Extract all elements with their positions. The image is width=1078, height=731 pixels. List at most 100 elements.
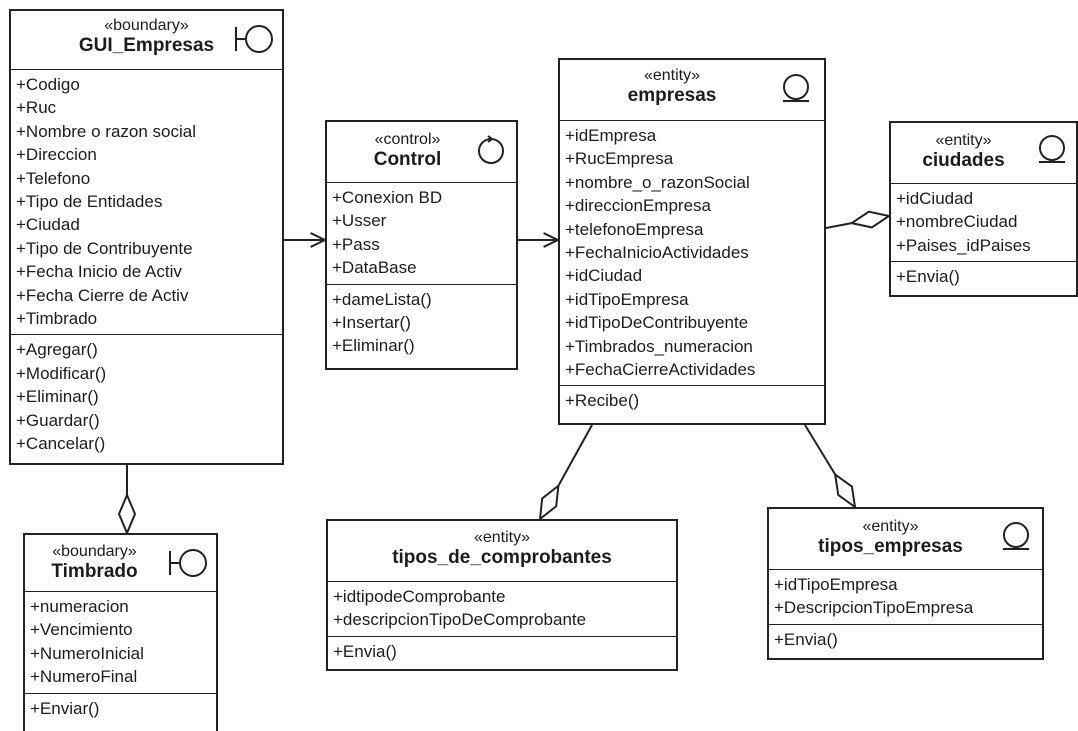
class-name: ciudades: [922, 150, 1005, 171]
operations-section: +Envia(): [891, 262, 1076, 292]
operation-row: +Envia(): [774, 629, 838, 649]
class-stereotype: «entity»: [643, 67, 701, 84]
class-header: «entity» empresas: [560, 60, 824, 121]
attribute-row: +Pass: [332, 234, 380, 254]
class-name: tipos_empresas: [818, 536, 963, 557]
boundary-icon: [235, 25, 273, 53]
class-header: «control» Control: [327, 122, 516, 183]
operation-row: +Agregar(): [16, 340, 98, 360]
attribute-row: +nombreCiudad: [896, 212, 1018, 232]
entity-icon: [783, 74, 809, 102]
class-stereotype: «boundary»: [52, 543, 137, 560]
class-stereotype: «entity»: [473, 529, 531, 546]
class-ciudades[interactable]: «entity» ciudades +idCiudad +nombreCiuda…: [889, 121, 1078, 297]
attribute-row: +NumeroFinal: [30, 667, 138, 687]
class-stereotype: «entity»: [862, 518, 919, 535]
operation-row: +Modificar(): [16, 363, 107, 383]
aggregation-diamond-comprobantes: [538, 483, 560, 522]
aggregation-diamond-tipos-empresas: [833, 472, 857, 510]
class-name: Control: [373, 149, 442, 170]
class-header: «boundary» GUI_Empresas: [11, 11, 282, 70]
attribute-row: +nombre_o_razonSocial: [565, 172, 750, 192]
attribute-row: +Tipo de Contribuyente: [16, 238, 193, 258]
operations-section: +Envia(): [769, 625, 1042, 655]
attribute-row: +idTipoEmpresa: [774, 575, 898, 594]
attribute-row: +NumeroInicial: [30, 643, 144, 663]
attribute-row: +Ciudad: [16, 215, 80, 235]
entity-icon: [1003, 522, 1029, 550]
attribute-row: +FechaCierreActividades: [565, 360, 756, 380]
attribute-row: +Direccion: [16, 145, 97, 165]
class-name: tipos_de_comprobantes: [392, 547, 612, 568]
attribute-row: +Tipo de Entidades: [16, 192, 163, 212]
attribute-row: +Conexion BD: [332, 188, 443, 207]
attributes-section: +Conexion BD +Usser +Pass +DataBase: [327, 183, 516, 285]
attribute-row: +Telefono: [16, 168, 91, 188]
attribute-row: +idCiudad: [565, 266, 643, 286]
attributes-section: +idTipoEmpresa +DescripcionTipoEmpresa: [769, 570, 1042, 625]
class-header: «entity» tipos_de_comprobantes: [328, 521, 676, 582]
attribute-row: +Fecha Inicio de Activ: [16, 262, 182, 282]
class-empresas[interactable]: «entity» empresas +idEmpresa +RucEmpresa…: [558, 58, 826, 425]
operations-section: +Enviar(): [25, 694, 216, 724]
operation-row: +Guardar(): [16, 410, 100, 430]
attribute-row: +idTipoDeContribuyente: [565, 313, 749, 333]
entity-icon: [1039, 135, 1065, 163]
class-header: «entity» tipos_empresas: [769, 509, 1042, 570]
operation-row: +dameLista(): [332, 289, 432, 309]
attribute-row: +numeracion: [30, 597, 129, 616]
attribute-row: +telefonoEmpresa: [565, 219, 704, 239]
attribute-row: +Timbrado: [16, 309, 98, 329]
attribute-row: +FechaInicioActividades: [565, 243, 749, 263]
class-tipos-empresas[interactable]: «entity» tipos_empresas +idTipoEmpresa +…: [767, 507, 1044, 660]
operation-row: +Enviar(): [30, 698, 100, 718]
attribute-row: +Nombre o razon social: [16, 121, 197, 141]
operation-row: +Envia(): [896, 267, 960, 287]
attribute-row: +Fecha Cierre de Activ: [16, 285, 189, 305]
operation-row: +Eliminar(): [16, 387, 99, 407]
attribute-row: +Usser: [332, 211, 387, 231]
operation-row: +Eliminar(): [332, 336, 415, 356]
attribute-row: +idTipoEmpresa: [565, 289, 689, 309]
attribute-row: +Codigo: [16, 75, 80, 94]
boundary-icon: [169, 549, 207, 577]
operations-section: +Recibe(): [560, 386, 824, 416]
class-stereotype: «boundary»: [104, 17, 189, 34]
attributes-section: +idtipodeComprobante +descripcionTipoDeC…: [328, 582, 676, 637]
aggregation-diamond-timbrado: [117, 492, 137, 536]
attribute-row: +Timbrados_numeracion: [565, 336, 753, 356]
class-control[interactable]: «control» Control +Conexion BD +Usser +P…: [325, 120, 518, 370]
operations-section: +Envia(): [328, 637, 676, 667]
class-tipos-de-comprobantes[interactable]: «entity» tipos_de_comprobantes +idtipode…: [326, 519, 678, 671]
operations-section: +dameLista() +Insertar() +Eliminar(): [327, 285, 516, 362]
operation-row: +Insertar(): [332, 313, 411, 333]
attribute-row: +DescripcionTipoEmpresa: [774, 598, 974, 618]
operation-row: +Recibe(): [565, 391, 640, 411]
class-name: Timbrado: [51, 561, 138, 582]
attributes-section: +idEmpresa +RucEmpresa +nombre_o_razonSo…: [560, 121, 824, 387]
class-stereotype: «control»: [374, 131, 441, 148]
attribute-row: +Paises_idPaises: [896, 235, 1031, 255]
attribute-row: +descripcionTipoDeComprobante: [333, 610, 587, 630]
class-stereotype: «entity»: [935, 132, 992, 149]
attributes-section: +numeracion +Vencimiento +NumeroInicial …: [25, 592, 216, 694]
attribute-row: +idtipodeComprobante: [333, 587, 506, 606]
attributes-section: +Codigo +Ruc +Nombre o razon social +Dir…: [11, 70, 282, 336]
class-name: empresas: [627, 85, 717, 106]
class-timbrado[interactable]: «boundary» Timbrado +numeracion +Vencimi…: [23, 533, 218, 731]
attribute-row: +DataBase: [332, 258, 417, 278]
attribute-row: +Vencimiento: [30, 620, 133, 640]
class-header: «boundary» Timbrado: [25, 535, 216, 592]
attribute-row: +Ruc: [16, 98, 57, 118]
aggregation-diamond-ciudades: [849, 210, 892, 229]
class-gui-empresas[interactable]: «boundary» GUI_Empresas +Codigo +Ruc +No…: [9, 9, 284, 465]
attribute-row: +direccionEmpresa: [565, 196, 711, 216]
attribute-row: +RucEmpresa: [565, 149, 674, 169]
class-header: «entity» ciudades: [891, 123, 1076, 184]
operation-row: +Envia(): [333, 641, 397, 661]
attribute-row: +idCiudad: [896, 189, 974, 208]
operation-row: +Cancelar(): [16, 434, 106, 454]
class-name: GUI_Empresas: [78, 35, 215, 56]
